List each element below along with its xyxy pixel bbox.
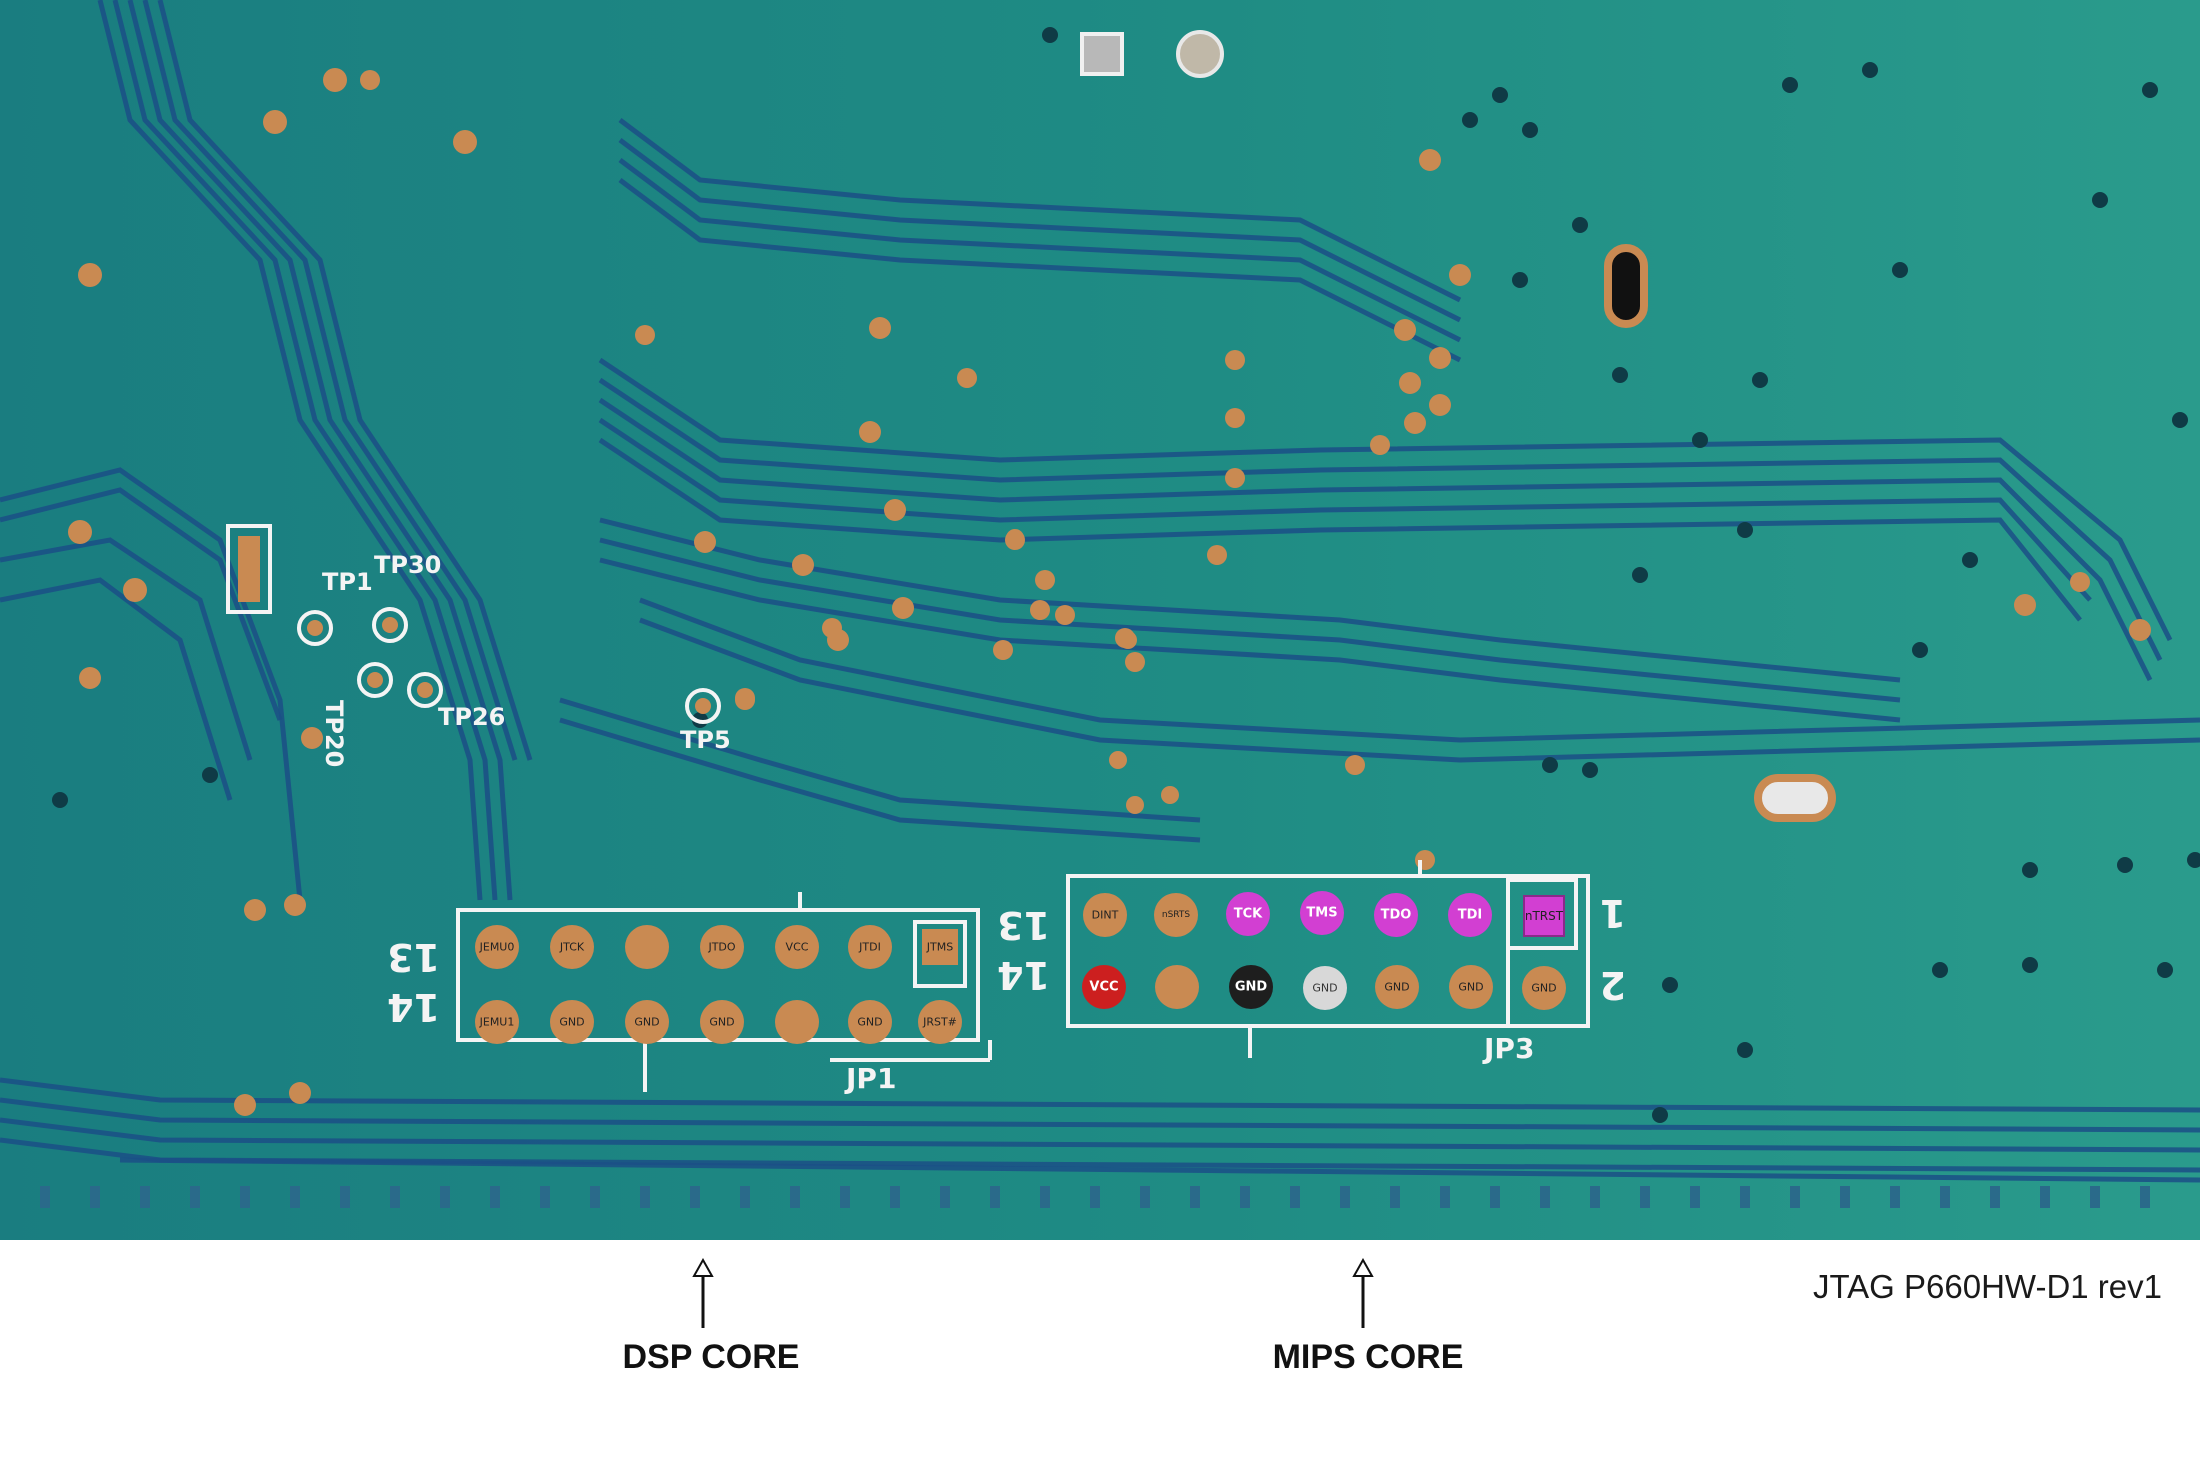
jp1-pin14-number: 14: [387, 985, 440, 1029]
jp1-pin-label: JTDI: [858, 941, 881, 954]
jp3-pin-label: GND: [1384, 981, 1409, 994]
test-point: [407, 672, 443, 708]
square-pad: [1080, 32, 1124, 76]
jp3-pin-label: DINT: [1092, 909, 1119, 922]
jp1-pin-label: JRST#: [922, 1016, 957, 1029]
test-point: [372, 607, 408, 643]
test-point: [297, 610, 333, 646]
jp3-pin14-number: 14: [997, 953, 1050, 997]
jp1-pin-label: JEMU0: [479, 941, 515, 954]
tp20-label: TP20: [320, 700, 348, 767]
jp3-pin-label: TDO: [1381, 908, 1412, 923]
vias: [52, 27, 2200, 1123]
jp1-pin-label: JTMS: [926, 941, 953, 954]
round-pad: [1176, 30, 1224, 78]
trace-bundles: [0, 0, 2200, 1183]
jp3-pin1-number: 1: [1600, 891, 1626, 935]
component-outline: [226, 524, 272, 614]
test-point: [357, 662, 393, 698]
jp3-pin2-number: 2: [1600, 963, 1626, 1007]
jp3-bottom-row: VCC GND GND GND GND GND: [1082, 965, 1566, 1010]
tp1-label: TP1: [322, 568, 373, 596]
jp1-pin-label: JEMU1: [479, 1016, 515, 1029]
tp26-label: TP26: [438, 703, 505, 731]
jp3-pin-label: TMS: [1306, 906, 1337, 921]
jp3-pin13-number: 13: [997, 903, 1050, 947]
jp1-header: 13 14 JP1 JEMU0 JTCK JTDO VCC JTDI JTMS …: [387, 892, 992, 1095]
edge-connector-pads: [40, 1186, 2150, 1208]
jp3-pin-label: GND: [1458, 981, 1483, 994]
test-point: [685, 688, 721, 724]
jp1-pin-label: GND: [634, 1016, 659, 1029]
jp3-pin-label: nSRTS: [1162, 910, 1191, 920]
jp3-pin-label: GND: [1531, 982, 1556, 995]
mips-arrow-icon: [1352, 1258, 1374, 1328]
jp3-pin-label: TCK: [1234, 907, 1263, 922]
jp1-pin-label: GND: [559, 1016, 584, 1029]
jp3-pin-label: nTRST: [1525, 909, 1564, 923]
jp3-pin-label: TDI: [1458, 908, 1483, 923]
component-body: [238, 536, 260, 602]
mips-core-label: MIPS CORE: [1272, 1338, 1464, 1376]
jp1-designator: JP1: [844, 1062, 896, 1095]
tp5-label: TP5: [680, 726, 731, 754]
jp1-top-row: JEMU0 JTCK JTDO VCC JTDI JTMS: [475, 925, 958, 969]
jp3-pin-label: GND: [1235, 980, 1268, 995]
jp1-pin-label: GND: [857, 1016, 882, 1029]
dsp-arrow-icon: [692, 1258, 714, 1328]
mounting-slot: [1604, 244, 1648, 328]
jp1-pin-label: JTCK: [559, 941, 585, 954]
jp3-header: 13 14 1 2 JP3 DINT nSRTS TCK TMS TDO TDI…: [997, 860, 1626, 1065]
jp3-pin-label: VCC: [1089, 980, 1118, 995]
test-points: TP1 TP30 TP20 TP26 TP5: [297, 551, 731, 767]
jp1-pin13-number: 13: [387, 935, 440, 979]
pcb-board: [0, 0, 2200, 1240]
jp1-pin-label: VCC: [786, 941, 809, 954]
dsp-core-label: DSP CORE: [622, 1338, 800, 1376]
tp30-label: TP30: [374, 551, 441, 579]
jp3-pin-label: GND: [1312, 982, 1337, 995]
jp1-outline: [456, 908, 980, 1042]
jp1-pin-label: GND: [709, 1016, 734, 1029]
jp3-top-row: DINT nSRTS TCK TMS TDO TDI nTRST: [1083, 891, 1565, 937]
jp3-designator: JP3: [1482, 1032, 1534, 1065]
jp1-pin-label: JTDO: [707, 941, 735, 954]
image-title: JTAG P660HW-D1 rev1: [1812, 1268, 2162, 1305]
jp3-outline: [1066, 874, 1590, 1028]
pcb-photo: TP1 TP30 TP20 TP26 TP5 13 14 JP1 JEMU0 J…: [0, 0, 2200, 1240]
mounting-slot: [1754, 774, 1836, 822]
jp1-bottom-row: JEMU1 GND GND GND GND JRST#: [475, 1000, 962, 1044]
